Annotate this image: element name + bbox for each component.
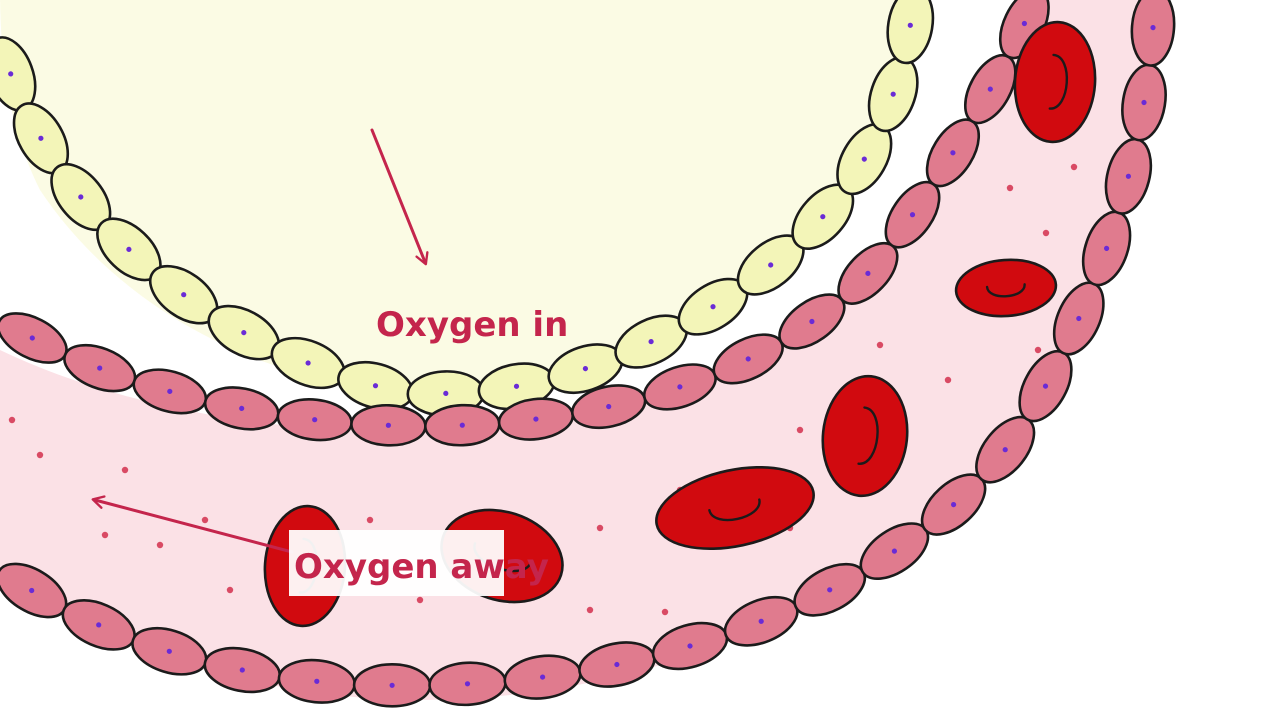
cell-nucleus bbox=[861, 156, 867, 162]
plasma-dot bbox=[876, 341, 884, 349]
plasma-dot bbox=[416, 596, 424, 604]
cell-nucleus bbox=[167, 388, 173, 394]
plasma-dot bbox=[156, 541, 164, 549]
endothelial-outer-cell bbox=[1104, 137, 1153, 215]
capillary-inner-wall-cells bbox=[0, 0, 1050, 447]
alveolar-wall-cells bbox=[0, 0, 935, 417]
plasma-dot bbox=[661, 608, 669, 616]
cell-nucleus bbox=[768, 262, 774, 268]
cell-nucleus bbox=[1103, 245, 1110, 251]
plasma-dot bbox=[1006, 184, 1014, 192]
cell-nucleus bbox=[758, 618, 764, 624]
cell-nucleus bbox=[710, 304, 716, 310]
red-blood-cell bbox=[655, 465, 815, 551]
plasma-dot bbox=[226, 586, 234, 594]
alveolar-cell bbox=[886, 0, 935, 65]
cell-nucleus bbox=[687, 643, 693, 649]
cell-nucleus bbox=[1076, 315, 1082, 322]
plasma-dot bbox=[944, 376, 952, 384]
cell-nucleus bbox=[385, 422, 391, 428]
cell-nucleus bbox=[891, 548, 898, 554]
cell-nucleus bbox=[1150, 25, 1156, 31]
cell-nucleus bbox=[1021, 20, 1028, 27]
oxygen-away-label-box bbox=[289, 530, 504, 596]
cell-nucleus bbox=[865, 270, 871, 276]
plasma-dot bbox=[201, 516, 209, 524]
red-blood-cell bbox=[821, 374, 909, 498]
endothelial-inner-cell bbox=[963, 53, 1017, 125]
plasma-dot bbox=[366, 516, 374, 524]
cell-nucleus bbox=[241, 330, 247, 336]
cell-nucleus bbox=[239, 405, 245, 411]
plasma-dot bbox=[1042, 229, 1050, 237]
cell-nucleus bbox=[827, 587, 833, 593]
plasma-dot bbox=[1034, 346, 1042, 354]
oxygen-in-label: Oxygen in bbox=[376, 305, 568, 345]
cell-nucleus bbox=[372, 383, 379, 389]
cell-nucleus bbox=[1042, 383, 1049, 389]
red-blood-cell bbox=[954, 258, 1058, 318]
endothelial-outer-cell bbox=[352, 662, 432, 708]
cell-nucleus bbox=[745, 356, 751, 362]
cell-nucleus bbox=[677, 384, 683, 390]
cell-nucleus bbox=[987, 86, 993, 92]
endothelial-outer-cell bbox=[1130, 0, 1176, 67]
plasma-dot bbox=[596, 524, 604, 532]
endothelial-outer-cell bbox=[203, 646, 282, 694]
cell-nucleus bbox=[1002, 447, 1008, 453]
cell-nucleus bbox=[312, 417, 318, 423]
cell-nucleus bbox=[820, 214, 826, 220]
cell-nucleus bbox=[38, 135, 44, 141]
plasma-dot bbox=[101, 531, 109, 539]
cell-nucleus bbox=[166, 648, 172, 654]
cell-nucleus bbox=[648, 339, 654, 345]
cell-nucleus bbox=[890, 91, 896, 97]
cell-nucleus bbox=[606, 404, 612, 410]
plasma-dot bbox=[36, 451, 44, 459]
cell-nucleus bbox=[950, 150, 956, 156]
cell-nucleus bbox=[1141, 99, 1147, 106]
cell-nucleus bbox=[314, 678, 320, 684]
endothelial-inner-cell bbox=[642, 363, 717, 411]
cell-nucleus bbox=[513, 383, 520, 389]
cell-nucleus bbox=[809, 318, 815, 325]
cell-nucleus bbox=[443, 390, 449, 396]
oxygen-away-label: Oxygen away bbox=[294, 547, 549, 587]
plasma-dot bbox=[8, 416, 16, 424]
cell-nucleus bbox=[533, 416, 539, 422]
alveolar-cell bbox=[614, 314, 688, 369]
cell-nucleus bbox=[8, 71, 14, 77]
cell-nucleus bbox=[909, 212, 916, 218]
cell-nucleus bbox=[539, 674, 546, 680]
plasma-dot bbox=[1070, 163, 1078, 171]
cell-nucleus bbox=[614, 661, 620, 668]
cell-nucleus bbox=[464, 681, 471, 687]
cell-nucleus bbox=[126, 246, 132, 252]
cell-nucleus bbox=[305, 360, 311, 366]
cell-nucleus bbox=[950, 502, 957, 508]
oxygen-in-arrow bbox=[370, 128, 429, 266]
plasma-dot bbox=[586, 606, 594, 614]
endothelial-outer-cell bbox=[428, 661, 507, 707]
cell-nucleus bbox=[78, 194, 84, 200]
plasma-dot bbox=[796, 426, 804, 434]
cell-nucleus bbox=[582, 366, 589, 372]
cell-nucleus bbox=[459, 422, 465, 428]
cell-nucleus bbox=[97, 365, 103, 371]
cell-nucleus bbox=[96, 622, 102, 628]
alveolus-air-sac bbox=[0, 0, 919, 394]
cell-nucleus bbox=[1125, 173, 1132, 179]
capillary-outer-wall-cells bbox=[0, 0, 1176, 708]
cell-nucleus bbox=[181, 292, 187, 298]
cell-nucleus bbox=[389, 682, 395, 688]
cell-nucleus bbox=[29, 587, 35, 594]
oxygen-away-arrow bbox=[91, 495, 294, 554]
cell-nucleus bbox=[907, 22, 913, 28]
cell-nucleus bbox=[239, 667, 245, 673]
cell-nucleus bbox=[29, 335, 35, 341]
plasma-dot bbox=[121, 466, 129, 474]
